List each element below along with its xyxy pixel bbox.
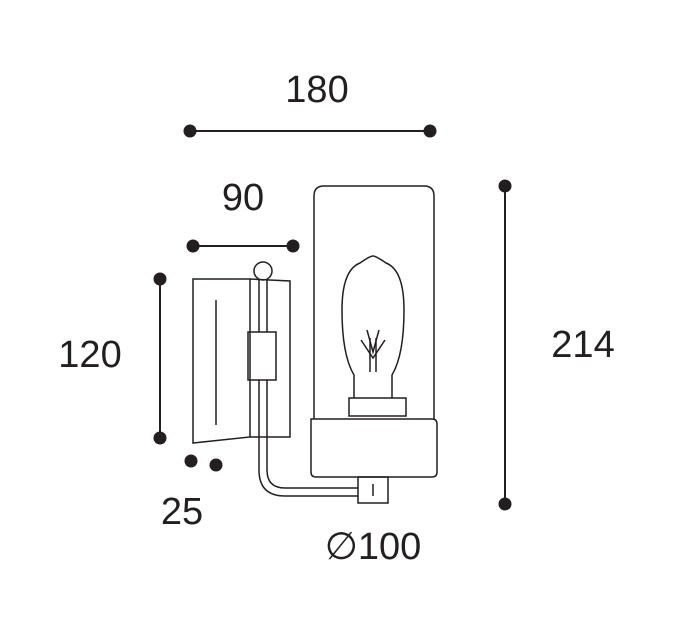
backplate-height-top-dot — [153, 272, 167, 286]
overall-height-dimension: 214 — [498, 179, 615, 511]
projection-right-dot — [286, 239, 300, 253]
bulb-socket — [348, 397, 407, 417]
lamp-arm — [247, 261, 389, 504]
overall-width-right-dot — [423, 124, 437, 138]
overall-height-label: 214 — [551, 324, 614, 366]
glass-shade-outline — [313, 185, 435, 419]
wall-lamp-illustration — [192, 185, 438, 504]
shade-diameter-label: ∅100 — [325, 526, 422, 568]
overall-height-top-dot — [498, 179, 512, 193]
backplate-depth-right-dot — [209, 458, 223, 472]
backplate-depth-left-dot — [184, 454, 198, 468]
projection-dimension: 90 — [186, 177, 300, 253]
overall-width-left-dot — [183, 124, 197, 138]
backplate-depth-label: 25 — [161, 491, 203, 533]
lamp-base-cup — [310, 418, 438, 478]
bulb — [341, 255, 407, 417]
bulb-glass — [341, 255, 405, 398]
backplate-face — [192, 278, 251, 444]
lamp-base — [310, 418, 438, 478]
glass-shade — [313, 185, 435, 419]
backplate-height-bottom-dot — [153, 431, 167, 445]
backplate-side — [249, 278, 291, 438]
bulb-filament — [360, 329, 386, 360]
arm-curve-outer — [258, 380, 358, 497]
backplate — [192, 278, 291, 444]
backplate-depth-dimension: 25 — [161, 454, 223, 533]
overall-height-bottom-dot — [498, 497, 512, 511]
overall-width-label: 180 — [285, 69, 348, 111]
overall-width-dimension: 180 — [183, 69, 437, 138]
projection-label: 90 — [222, 177, 264, 219]
backplate-height-label: 120 — [58, 334, 121, 376]
arm-joint-sleeve — [247, 331, 277, 381]
arm-finial — [253, 261, 273, 281]
projection-left-dot — [186, 239, 200, 253]
backplate-height-dimension: 120 — [58, 272, 167, 445]
arm-curve-inner — [266, 380, 358, 489]
